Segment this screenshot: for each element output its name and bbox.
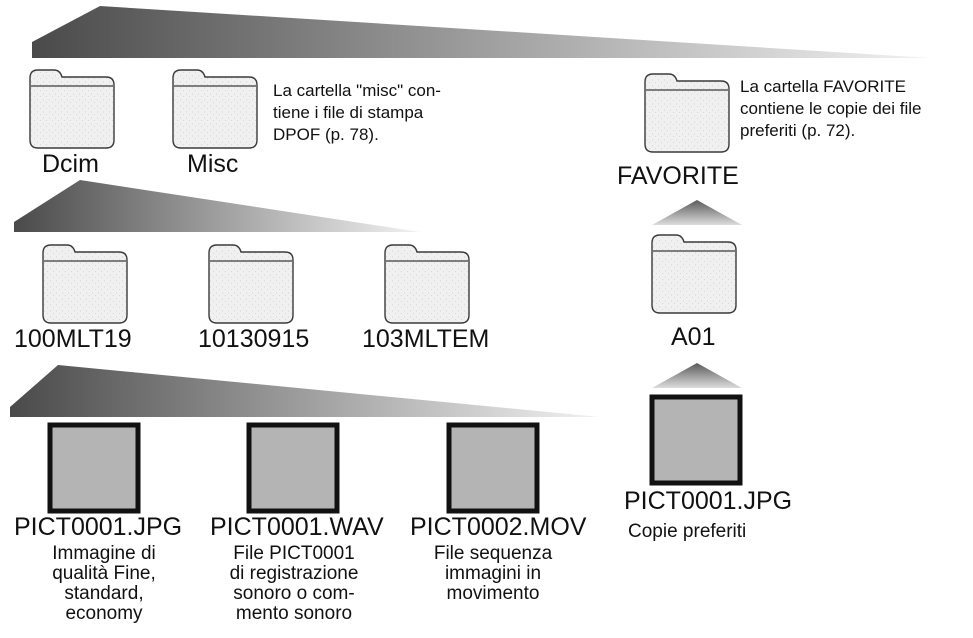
file-desc-jpg: Immagine di qualità Fine, standard, econ… bbox=[52, 543, 156, 624]
folder-icon-a01 bbox=[651, 234, 737, 314]
wedge-favorite bbox=[652, 200, 742, 225]
file-name-wav: PICT0001.WAV bbox=[210, 513, 384, 541]
folder-icon-103mltem bbox=[384, 244, 470, 324]
file-desc-favorite: Copie preferiti bbox=[628, 521, 747, 542]
folder-icon-100mlt19 bbox=[42, 244, 128, 324]
file-name-mov: PICT0002.MOV bbox=[410, 513, 587, 541]
folder-label-misc: Misc bbox=[187, 150, 239, 178]
folder-icon-favorite bbox=[644, 73, 730, 153]
wedge-a01 bbox=[652, 363, 742, 388]
folder-label-100mlt19: 100MLT19 bbox=[14, 325, 132, 353]
folder-icon-dcim bbox=[29, 69, 115, 149]
folder-icon-misc bbox=[172, 69, 258, 149]
file-name-favorite-jpg: PICT0001.JPG bbox=[624, 487, 793, 515]
folder-label-103mltem: 103MLTEM bbox=[362, 325, 490, 353]
folder-icon-10130915 bbox=[208, 244, 294, 324]
file-icon-mov bbox=[446, 422, 540, 514]
file-name-jpg: PICT0001.JPG bbox=[14, 513, 183, 541]
wedge-dcim bbox=[14, 180, 420, 232]
file-desc-wav: File PICT0001 di registrazione sonoro o … bbox=[229, 543, 359, 624]
folder-label-a01: A01 bbox=[671, 323, 716, 351]
note-misc: La cartella "misc" con- tiene i file di … bbox=[273, 81, 441, 144]
file-icon-favorite-jpg bbox=[649, 394, 743, 486]
folder-label-favorite: FAVORITE bbox=[617, 162, 739, 190]
file-icon-jpg bbox=[47, 422, 141, 514]
file-desc-mov: File sequenza immagini in movimento bbox=[433, 543, 553, 604]
file-icon-wav bbox=[246, 422, 340, 514]
wedge-root bbox=[32, 6, 930, 58]
folder-label-10130915: 10130915 bbox=[198, 325, 310, 353]
folder-label-dcim: Dcim bbox=[42, 150, 99, 178]
note-favorite: La cartella FAVORITE contiene le copie d… bbox=[740, 77, 922, 140]
wedge-100mlt19 bbox=[10, 365, 600, 417]
